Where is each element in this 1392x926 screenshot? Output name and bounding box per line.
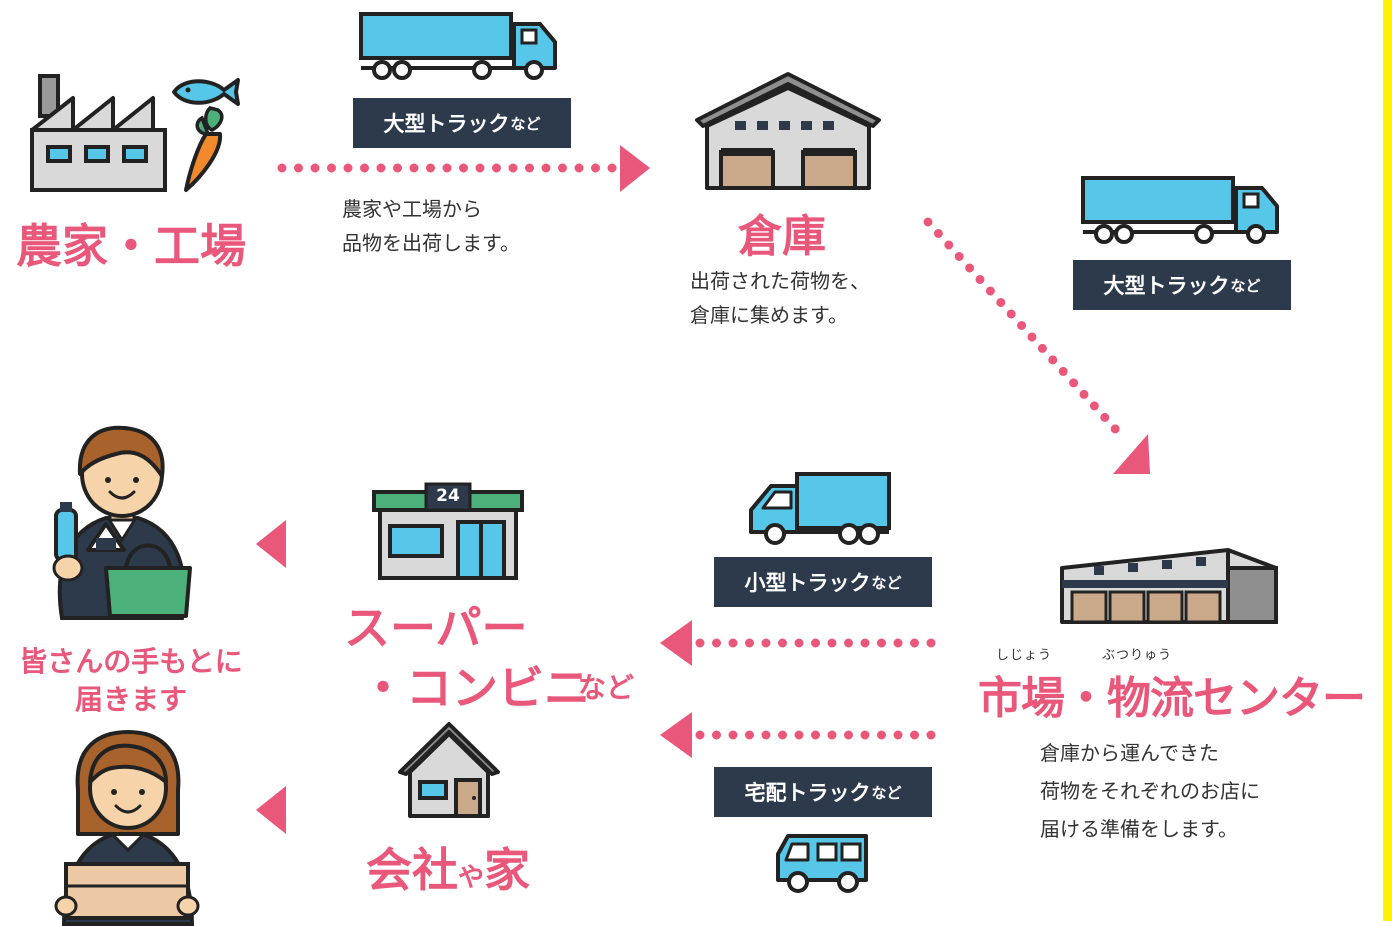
small-truck-label: 小型トラック (744, 571, 871, 595)
home-title-tail: 家 (484, 843, 531, 897)
large-truck-icon-2 (1081, 176, 1279, 244)
market-title: 市場・物流センター (978, 673, 1366, 724)
warehouse-icon (695, 72, 881, 190)
market-desc-1: 倉庫から運んできた (1040, 741, 1219, 765)
small-truck-badge: 小型トラックなど (714, 557, 932, 607)
large-truck-suffix-1: など (510, 114, 541, 133)
warehouse-desc-2: 倉庫に集めます。 (690, 303, 848, 327)
home-title-company: 会社 (366, 843, 458, 897)
large-truck-label-1: 大型トラック (383, 112, 510, 136)
logistics-center-icon (1060, 548, 1278, 624)
store-sign-number: 24 (436, 486, 460, 506)
factory-icon (30, 74, 167, 192)
farm-to-warehouse-desc-2: 品物を出荷します。 (342, 231, 520, 255)
small-truck-icon (749, 472, 891, 545)
farm-factory-title: 農家・工場 (16, 219, 246, 273)
house-icon (398, 722, 500, 818)
delivery-truck-label: 宅配トラック (744, 781, 871, 805)
large-truck-label-2: 大型トラック (1103, 274, 1230, 298)
carrot-icon (184, 106, 224, 192)
store-title-line1: スーパー (344, 601, 528, 655)
home-title: 会社や家 (366, 834, 530, 900)
consumer-line2: 届きます (74, 683, 187, 716)
large-truck-badge-1: 大型トラックなど (353, 98, 571, 148)
store-title-line2: ・コンビニ (360, 661, 590, 715)
large-truck-badge-2: 大型トラックなど (1073, 260, 1291, 310)
large-truck-suffix-2: など (1230, 276, 1261, 295)
market-desc-2: 荷物をそれぞれのお店に (1040, 779, 1260, 803)
delivery-van-icon (776, 834, 868, 893)
recipient-woman-icon (54, 730, 200, 926)
delivery-truck-suffix: など (871, 783, 902, 802)
market-desc-3: 届ける準備をします。 (1040, 817, 1238, 841)
store-title-suffix: など (578, 671, 635, 704)
home-title-small: や (458, 863, 485, 893)
consumer-line1: 皆さんの手もとに (19, 645, 243, 678)
warehouse-title: 倉庫 (738, 211, 826, 262)
small-truck-suffix: など (871, 573, 902, 592)
yellow-edge-strip (1383, 0, 1392, 921)
market-ruby-right: ぶつりゅう (1102, 648, 1173, 663)
fish-icon (172, 78, 240, 106)
market-ruby-left: しじょう (996, 648, 1053, 663)
delivery-truck-badge: 宅配トラックなど (714, 767, 932, 817)
large-truck-icon (359, 12, 557, 80)
shopper-man-icon (52, 425, 192, 620)
farm-to-warehouse-desc-1: 農家や工場から (342, 197, 482, 221)
warehouse-desc-1: 出荷された荷物を、 (690, 269, 870, 293)
convenience-store-icon (372, 482, 524, 580)
